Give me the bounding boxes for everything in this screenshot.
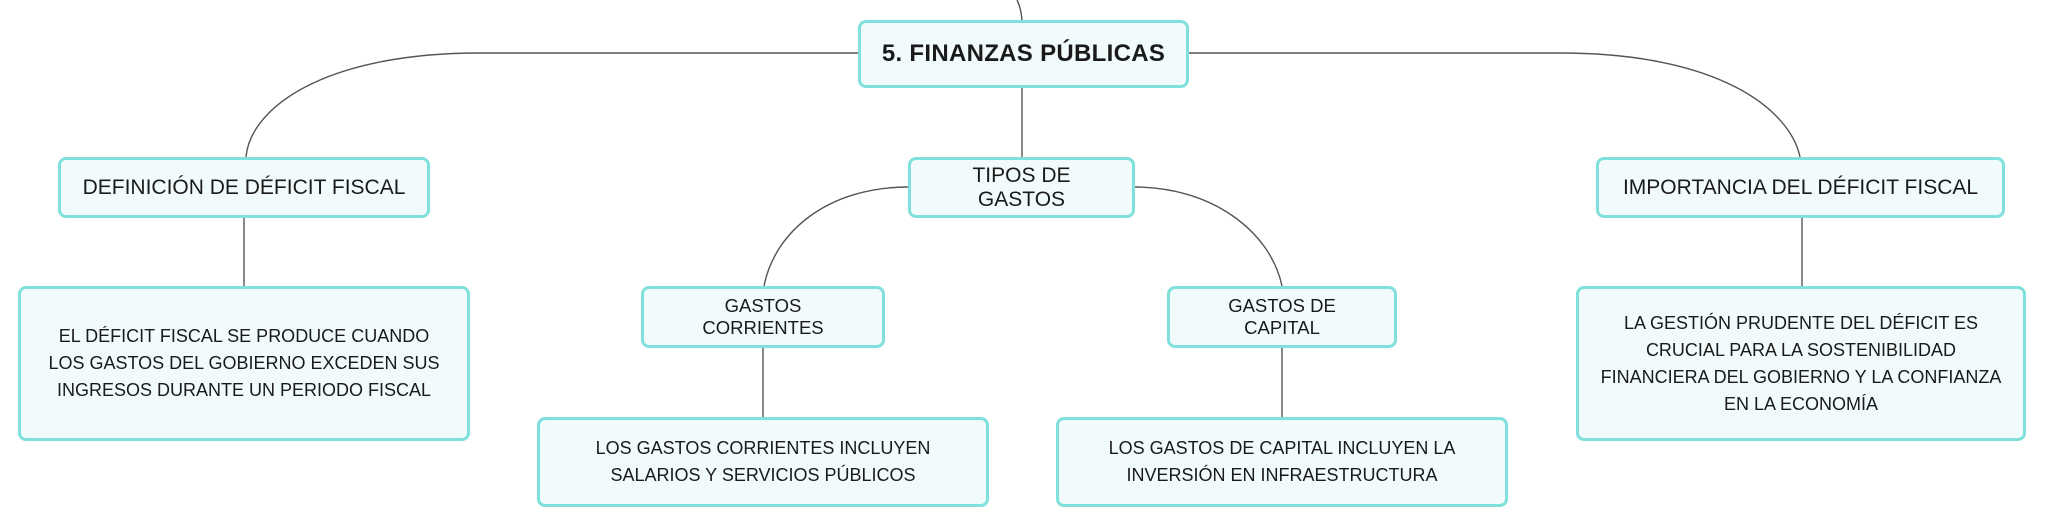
importancia-detail-node[interactable]: LA GESTIÓN PRUDENTE DEL DÉFICIT ES CRUCI… (1576, 286, 2026, 441)
root-node-label: 5. FINANZAS PÚBLICAS (881, 40, 1166, 67)
connector-root-to-definicion (245, 52, 858, 158)
gastos-corrientes-label: GASTOS CORRIENTES (702, 295, 824, 338)
definicion-node[interactable]: DEFINICIÓN DE DÉFICIT FISCAL (58, 157, 430, 218)
gastos-corrientes-detail-text: LOS GASTOS CORRIENTES INCLUYEN SALARIOS … (595, 438, 931, 485)
tipos-node[interactable]: TIPOS DE GASTOS (908, 157, 1135, 218)
importancia-node[interactable]: IMPORTANCIA DEL DÉFICIT FISCAL (1596, 157, 2005, 218)
connector-root-to-importancia (1189, 52, 1801, 158)
tipos-node-label: TIPOS DE GASTOS (972, 163, 1071, 211)
definicion-detail-text: EL DÉFICIT FISCAL SE PRODUCE CUANDO LOS … (48, 326, 440, 400)
connector-tipos-to-corrientes (763, 186, 909, 287)
gastos-capital-label: GASTOS DE CAPITAL (1228, 295, 1336, 338)
gastos-capital-detail-text: LOS GASTOS DE CAPITAL INCLUYEN LA INVERS… (1108, 438, 1456, 485)
gastos-corrientes-detail-node[interactable]: LOS GASTOS CORRIENTES INCLUYEN SALARIOS … (537, 417, 989, 507)
root-node[interactable]: 5. FINANZAS PÚBLICAS (858, 20, 1189, 88)
connector-parent-to-root (1016, 0, 1023, 21)
gastos-capital-node[interactable]: GASTOS DE CAPITAL (1167, 286, 1397, 348)
importancia-detail-text: LA GESTIÓN PRUDENTE DEL DÉFICIT ES CRUCI… (1600, 312, 2002, 414)
gastos-capital-detail-node[interactable]: LOS GASTOS DE CAPITAL INCLUYEN LA INVERS… (1056, 417, 1508, 507)
definicion-detail-node[interactable]: EL DÉFICIT FISCAL SE PRODUCE CUANDO LOS … (18, 286, 470, 441)
definicion-node-label: DEFINICIÓN DE DÉFICIT FISCAL (82, 175, 406, 199)
gastos-corrientes-node[interactable]: GASTOS CORRIENTES (641, 286, 885, 348)
connector-tipos-to-capital (1134, 186, 1283, 287)
importancia-node-label: IMPORTANCIA DEL DÉFICIT FISCAL (1622, 175, 1979, 199)
